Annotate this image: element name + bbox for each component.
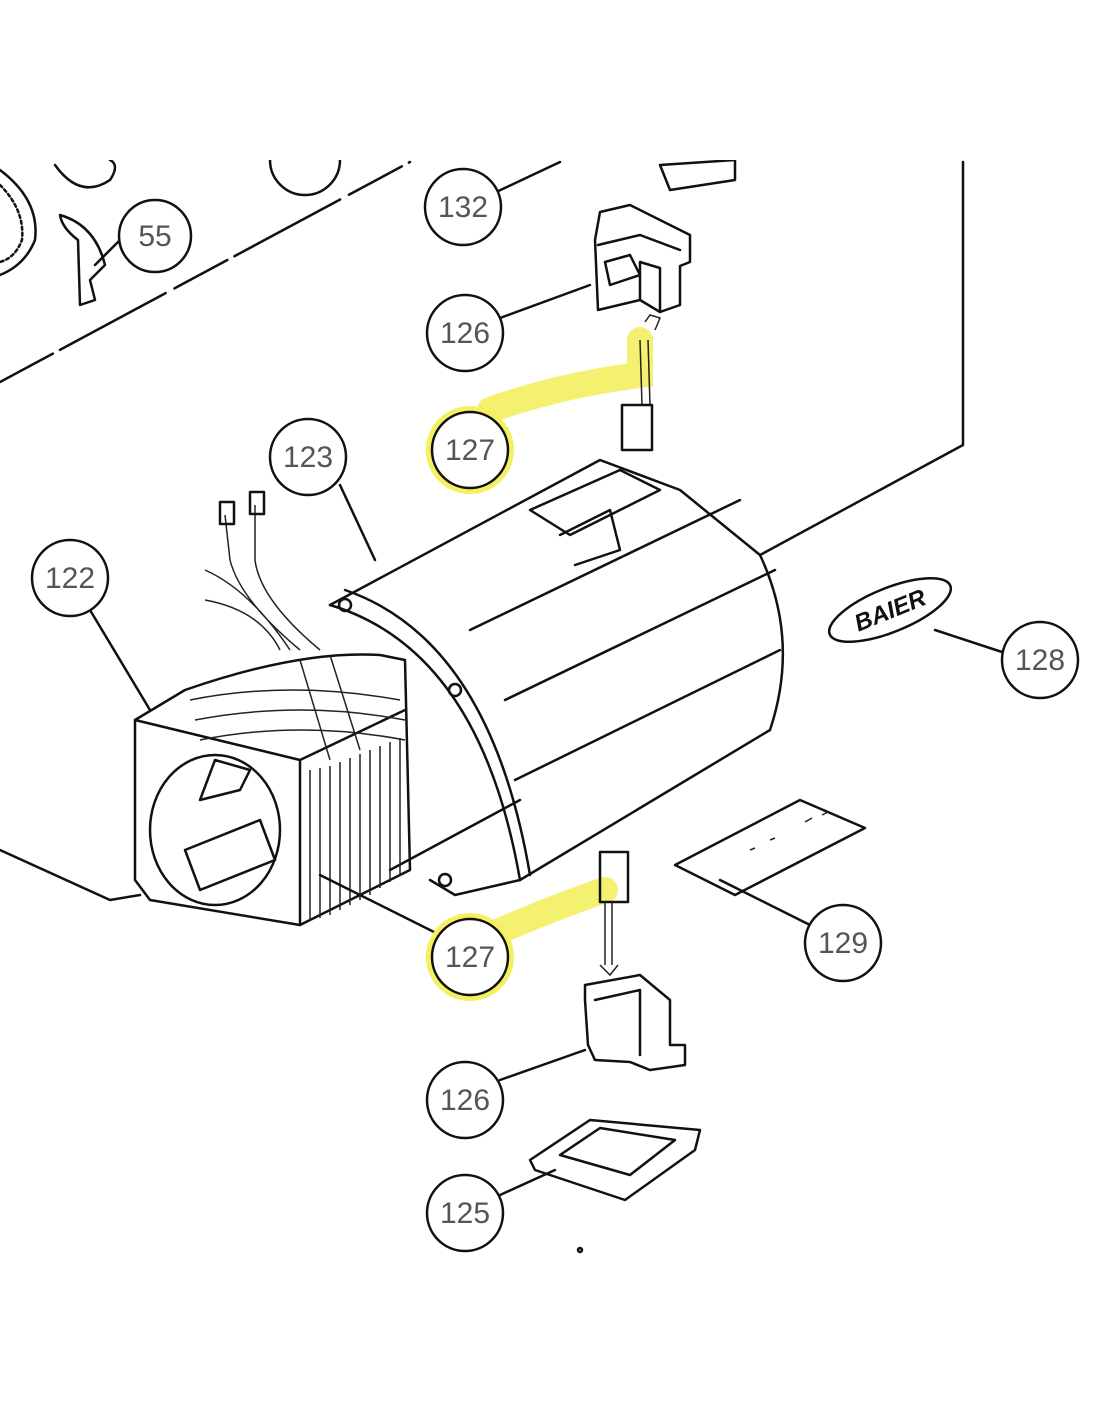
switch-top xyxy=(658,158,737,192)
callout-label: 125 xyxy=(440,1197,490,1230)
callout-label: 126 xyxy=(440,1084,490,1117)
stator xyxy=(133,490,412,927)
callout-label: 126 xyxy=(440,317,490,350)
callout-label: 129 xyxy=(818,927,868,960)
callout-127-top: 127 xyxy=(426,406,514,494)
callout-132: 132 xyxy=(423,167,503,247)
callout-label: 55 xyxy=(138,220,171,253)
callout-122: 122 xyxy=(30,538,110,618)
callout-128: 128 xyxy=(1000,620,1080,700)
callout-label: 122 xyxy=(45,562,95,595)
frame-lines xyxy=(0,160,965,902)
callout-label: 132 xyxy=(438,191,488,224)
callout-126-top: 126 xyxy=(425,293,505,373)
baier-logo-plate: BAIER xyxy=(827,576,953,644)
callout-label: 128 xyxy=(1015,644,1065,677)
callout-125: 125 xyxy=(425,1173,505,1253)
callout-127-bottom: 127 xyxy=(426,913,514,1001)
callout-label: 127 xyxy=(445,941,495,974)
switch-bottom xyxy=(528,1118,702,1254)
carbon-brush-top xyxy=(477,314,662,452)
nameplate xyxy=(673,798,867,897)
motor-housing xyxy=(328,458,785,897)
logo-text: BAIER xyxy=(851,584,931,637)
brush-holder-top xyxy=(593,203,692,314)
carbon-brush-bottom xyxy=(477,850,630,977)
callout-label: 123 xyxy=(283,441,333,474)
callout-55: 55 xyxy=(117,198,193,274)
gear-part-55 xyxy=(0,158,117,307)
callout-label: 127 xyxy=(445,434,495,467)
brush-holder-bottom xyxy=(583,973,687,1072)
callout-123: 123 xyxy=(268,417,348,497)
callout-129: 129 xyxy=(803,903,883,983)
callout-126-bottom: 126 xyxy=(425,1060,505,1140)
leader-lines xyxy=(88,238,1004,1197)
